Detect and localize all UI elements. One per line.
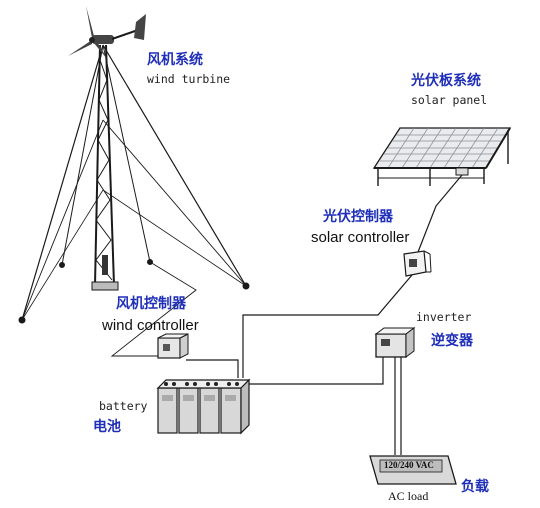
wind-controller-label-en: wind controller [102, 317, 199, 334]
inverter-label-en: inverter [416, 310, 472, 324]
load-label-zh: 负载 [461, 479, 489, 495]
battery-label-zh: 电池 [93, 419, 121, 435]
inverter-icon [374, 327, 416, 358]
solar-panel-icon [372, 127, 512, 186]
wind-turbine-label-zh: 风机系统 [147, 52, 203, 68]
battery-bank-icon [156, 378, 251, 435]
inverter-label-zh: 逆变器 [431, 333, 473, 349]
solar-panel-label-zh: 光伏板系统 [411, 73, 481, 89]
ac-load-icon [369, 455, 457, 485]
solar-panel-label-en: solar panel [411, 93, 488, 107]
solar-controller-label-zh: 光伏控制器 [323, 209, 393, 225]
wind-controller-label-zh: 风机控制器 [116, 296, 186, 312]
solar-controller-label-en: solar controller [311, 229, 410, 246]
wiring [110, 174, 463, 455]
wind-controller-icon [157, 333, 189, 359]
wind-turbine-icon [18, 6, 250, 324]
wind-turbine-label-en: wind turbine [147, 72, 231, 86]
solar-controller-icon [403, 250, 432, 277]
load-display-text: 120/240 VAC [384, 460, 434, 470]
ac-load-label-en: AC load [388, 489, 429, 503]
battery-label-en: battery [99, 399, 148, 413]
